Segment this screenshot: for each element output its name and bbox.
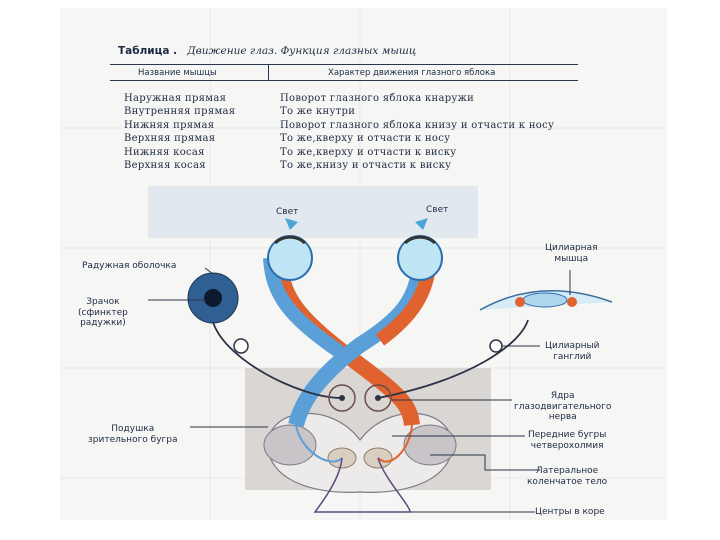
left-optic-tract	[288, 261, 428, 428]
right-cornea	[403, 235, 437, 245]
movement-text: Поворот глазного яблока кнаружи	[280, 93, 475, 104]
parasympathetic-path-left	[212, 321, 343, 399]
movement-text: То же,кверху и отчасти к виску	[280, 146, 457, 158]
tract-to-colliculus	[295, 424, 343, 463]
muscle-name: Верхняя прямая	[124, 133, 216, 145]
ciliary-muscle-dot	[515, 297, 525, 307]
nucleus-dot	[375, 395, 381, 401]
muscle-name: Нижняя косая	[124, 146, 205, 158]
muscle-name: Верхняя косая	[124, 160, 206, 172]
left-eyeball	[267, 235, 313, 281]
right-optic-nerve	[272, 261, 420, 427]
nucleus-dot	[339, 395, 345, 401]
movement-text: То же,кверху и отчасти к носу	[280, 133, 451, 145]
table-rule-header	[110, 80, 578, 81]
oculomotor-nucleus-left	[328, 384, 356, 412]
column-header-movement: Характер движения глазного яблока	[328, 68, 496, 78]
table-title: Таблица .Движение глаз. Функция глазных …	[118, 45, 417, 57]
light-arrow-right-icon	[415, 218, 428, 230]
muscle-name: Наружная прямая	[124, 93, 227, 104]
table-subtitle: Движение глаз. Функция глазных мышц	[187, 45, 417, 57]
column-header-muscle: Название мышцы	[138, 68, 217, 78]
movement-text: То же,книзу и отчасти к виску	[280, 160, 452, 172]
movement-text: То же кнутри	[280, 106, 356, 118]
light-label-left: Свет	[276, 207, 299, 217]
muscle-list: Наружная прямая Внутренняя прямая Нижняя…	[124, 92, 235, 172]
muscle-name: Нижняя прямая	[124, 119, 215, 131]
ciliary-muscle-dot	[567, 297, 577, 307]
pupil-circle	[204, 289, 222, 307]
oculomotor-nucleus-right	[364, 384, 392, 412]
left-cornea	[273, 235, 307, 245]
right-ciliary-ganglion	[489, 339, 503, 353]
pulvinar-shape	[263, 424, 317, 466]
iris-label: Радужная оболочка	[82, 261, 177, 271]
parasympathetic-path-right	[377, 319, 529, 399]
light-arrow-left-icon	[285, 218, 298, 230]
table-column-divider	[268, 64, 269, 80]
leader-line	[430, 454, 540, 471]
cortex-label: Центры в коре	[535, 507, 605, 517]
left-ciliary-ganglion	[233, 338, 249, 354]
movement-list: Поворот глазного яблока кнаружи То же кн…	[280, 92, 554, 172]
muscle-name: Внутренняя прямая	[124, 106, 236, 118]
table-rule-top	[110, 64, 578, 65]
light-label-right: Свет	[426, 205, 449, 215]
right-eyeball	[397, 235, 443, 281]
leader-line	[204, 267, 214, 275]
lens-shape	[522, 292, 568, 308]
tract-to-colliculus	[377, 424, 413, 463]
movement-text: Поворот глазного яблока книзу и отчасти …	[280, 119, 555, 131]
